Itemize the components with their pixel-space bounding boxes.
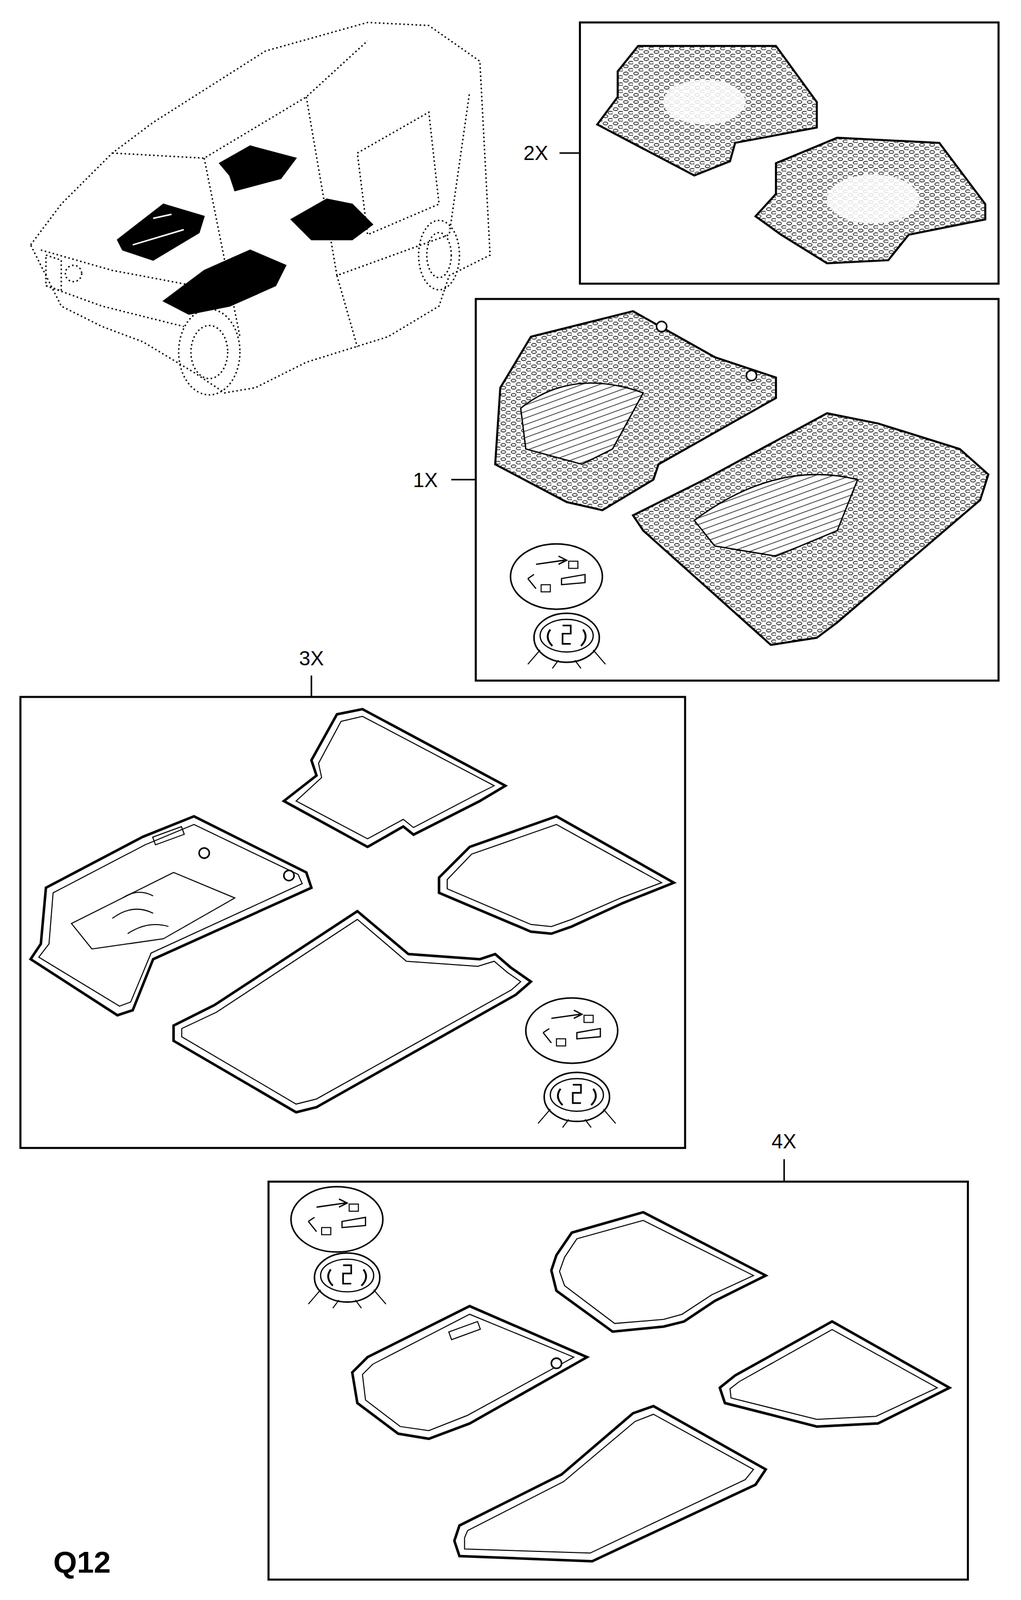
callout-number: 4X xyxy=(771,1131,797,1152)
callout-number: 1X xyxy=(413,469,439,491)
callout-number: 3X xyxy=(299,648,325,669)
callout-number: 2X xyxy=(523,142,549,164)
page-code: Q12 xyxy=(53,1547,111,1579)
